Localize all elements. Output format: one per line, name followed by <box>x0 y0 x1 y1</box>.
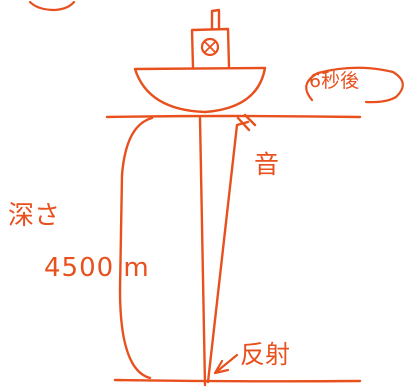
sound-path-down <box>198 116 207 387</box>
ship-hull <box>133 66 267 114</box>
distance-label: 4500 m <box>44 253 150 283</box>
sound-label: 音 <box>254 150 280 179</box>
arrowhead-icon <box>236 113 257 132</box>
sea-floor-line <box>113 378 362 383</box>
reflection-arrow <box>213 353 239 375</box>
ship <box>133 8 267 114</box>
ship-funnel <box>210 8 221 31</box>
ship-cabin <box>190 27 231 70</box>
depth-bracket <box>118 116 154 380</box>
depth-label: 深さ <box>8 201 61 231</box>
sound-path-up <box>206 120 250 384</box>
time-label: 6秒後 <box>309 70 360 92</box>
top-loop-fragment <box>28 0 76 12</box>
porthole-cross <box>204 41 216 53</box>
time-bubble <box>305 66 404 104</box>
sea-surface-line <box>105 114 362 119</box>
reflection-label: 反射 <box>240 340 291 369</box>
porthole-icon <box>200 37 220 57</box>
